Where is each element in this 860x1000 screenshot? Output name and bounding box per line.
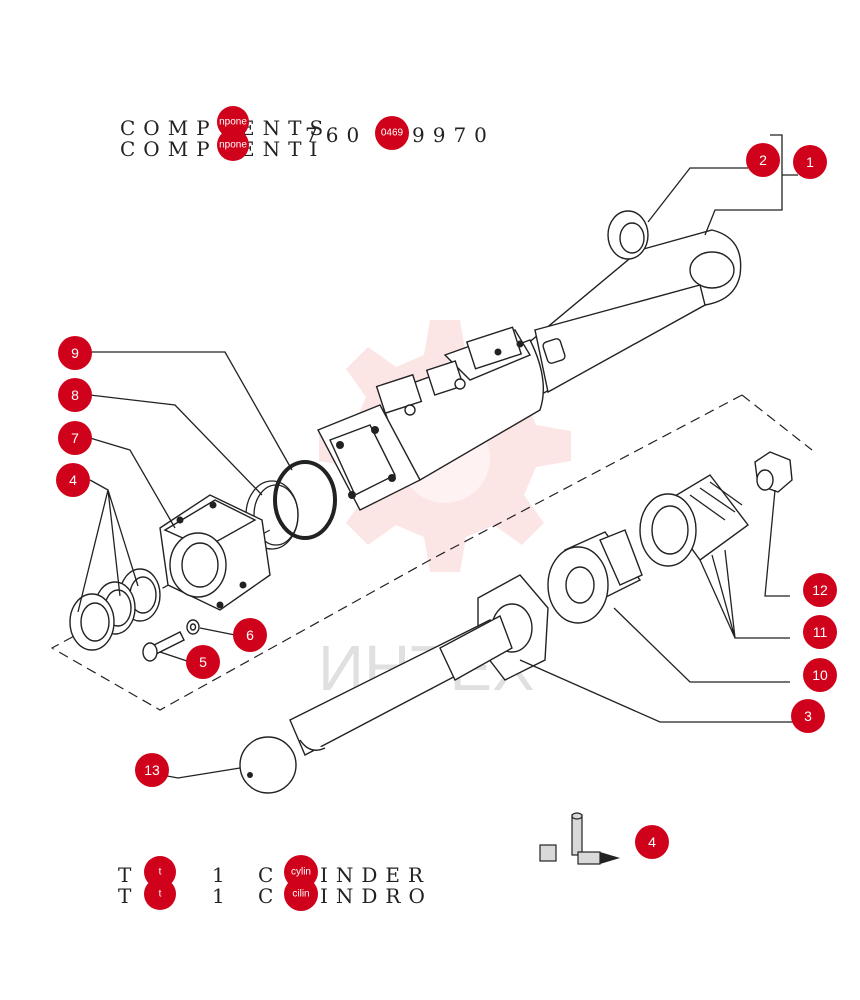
svg-text:6: 6 bbox=[246, 627, 254, 643]
footer-line2-c: C bbox=[258, 884, 281, 908]
header-code: 760 bbox=[305, 123, 367, 147]
svg-text:10: 10 bbox=[812, 667, 828, 683]
callout-4-seals: 4 bbox=[56, 463, 90, 497]
header-line2-b: ENTI bbox=[240, 137, 325, 161]
callout-5: 5 bbox=[186, 645, 220, 679]
leader-lines bbox=[77, 134, 808, 779]
callout-7: 7 bbox=[58, 421, 92, 455]
piston-seals-11 bbox=[639, 474, 749, 567]
callout-8: 8 bbox=[58, 378, 92, 412]
header: COMP ENTS COMP ENTI 760 9970 npone npone… bbox=[120, 106, 495, 161]
piston-rod-3 bbox=[289, 574, 549, 756]
callout-12: 12 bbox=[803, 573, 837, 607]
callout-2: 2 bbox=[746, 143, 780, 177]
footer-stamp-t-lower: t bbox=[159, 889, 162, 900]
svg-text:7: 7 bbox=[71, 430, 79, 446]
footer: T 1 C INDER T 1 C INDRO t t cylin cilin bbox=[118, 855, 433, 911]
callout-9: 9 bbox=[58, 336, 92, 370]
footer-stamp-t-upper: t bbox=[159, 867, 162, 878]
svg-text:5: 5 bbox=[199, 654, 207, 670]
seal-set-4 bbox=[69, 568, 161, 651]
footer-stamp-cyl-lower: cilin bbox=[292, 889, 309, 900]
callout-10: 10 bbox=[803, 658, 837, 692]
footer-line2-a: T bbox=[118, 884, 139, 908]
callout-13: 13 bbox=[135, 753, 169, 787]
rod-end-13 bbox=[239, 736, 297, 794]
gland-head-7 bbox=[159, 494, 271, 611]
footer-line1-c: C bbox=[258, 863, 281, 887]
footer-line1-d: INDER bbox=[320, 863, 431, 887]
footer-line1-a: T bbox=[118, 863, 139, 887]
seal-ring-2 bbox=[607, 210, 649, 260]
callout-6: 6 bbox=[233, 618, 267, 652]
svg-text:4: 4 bbox=[69, 472, 77, 488]
footer-line1-b: 1 bbox=[212, 863, 233, 887]
callout-11: 11 bbox=[803, 615, 837, 649]
callout-4-kit: 4 bbox=[635, 825, 669, 859]
callouts: 1 2 3 4 4 5 6 7 8 9 10 11 12 13 bbox=[56, 143, 837, 859]
header-line1-b: ENTS bbox=[240, 116, 331, 140]
svg-text:3: 3 bbox=[804, 708, 812, 724]
svg-text:9: 9 bbox=[71, 345, 79, 361]
header-line1-a: COMP bbox=[120, 116, 218, 140]
piston-10 bbox=[547, 529, 643, 624]
header-stamp-upper: npone bbox=[219, 117, 247, 128]
nut-12 bbox=[754, 451, 793, 493]
washer-6 bbox=[186, 619, 200, 635]
svg-text:12: 12 bbox=[812, 582, 828, 598]
footer-line2-b: 1 bbox=[212, 884, 233, 908]
header-stamp-code: 0469 bbox=[381, 128, 404, 139]
svg-text:1: 1 bbox=[806, 154, 814, 170]
svg-text:11: 11 bbox=[813, 624, 828, 640]
footer-line2-d: INDRO bbox=[320, 884, 433, 908]
footer-stamp-cyl-upper: cylin bbox=[291, 867, 311, 878]
o-ring-9 bbox=[273, 460, 337, 540]
header-line2-a: COMP bbox=[120, 137, 218, 161]
header-stamp-lower: npone bbox=[219, 140, 247, 151]
cylinder-barrel bbox=[317, 229, 742, 511]
callout-1: 1 bbox=[793, 145, 827, 179]
svg-text:8: 8 bbox=[71, 387, 79, 403]
header-code-tail: 9970 bbox=[412, 123, 495, 147]
svg-text:13: 13 bbox=[144, 762, 160, 778]
svg-text:4: 4 bbox=[648, 834, 656, 850]
callout-3: 3 bbox=[791, 699, 825, 733]
bolt-5 bbox=[142, 631, 185, 662]
svg-text:2: 2 bbox=[759, 152, 767, 168]
kit-icon bbox=[539, 812, 620, 865]
